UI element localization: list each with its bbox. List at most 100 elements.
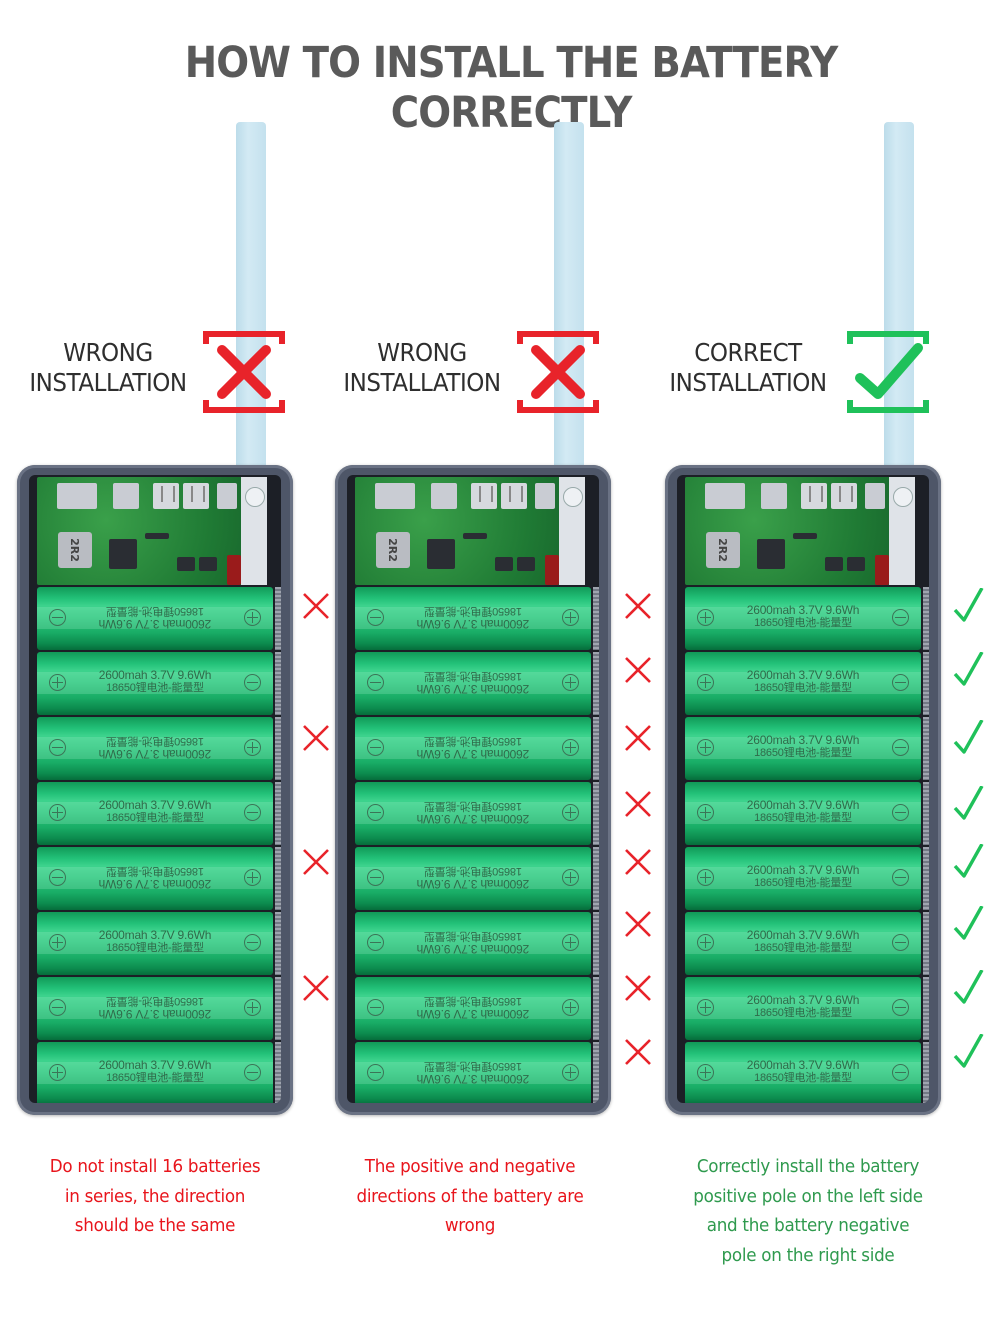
circuit-board: 2R2 bbox=[685, 477, 915, 585]
contact-spring bbox=[275, 717, 281, 780]
battery-type: 18650锂电池-能量型 bbox=[424, 735, 522, 747]
battery-type: 18650锂电池-能量型 bbox=[754, 877, 852, 889]
check-mark-icon bbox=[952, 785, 988, 822]
battery-type: 18650锂电池-能量型 bbox=[106, 1072, 204, 1084]
caption-line: wrong bbox=[444, 1215, 496, 1236]
controller-chip bbox=[757, 539, 785, 569]
positive-pole-icon bbox=[49, 1064, 66, 1081]
x-mark-icon bbox=[620, 970, 656, 1006]
usb-c-port bbox=[57, 483, 97, 509]
check-mark-icon bbox=[952, 969, 988, 1006]
usb-a-port bbox=[831, 483, 857, 509]
x-mark-icon bbox=[620, 1034, 656, 1070]
battery-spec: 2600mah 3.7V 9.6Wh bbox=[416, 812, 530, 826]
positive-pole-icon bbox=[562, 934, 579, 951]
negative-pole-icon bbox=[892, 1064, 909, 1081]
negative-pole-icon bbox=[892, 804, 909, 821]
button-panel bbox=[889, 477, 915, 585]
ic-chip bbox=[495, 557, 513, 571]
check-mark-icon bbox=[846, 330, 930, 414]
positive-pole-icon bbox=[562, 869, 579, 886]
contact-spring bbox=[275, 977, 281, 1040]
battery-spec: 2600mah 3.7V 9.6Wh bbox=[416, 617, 530, 631]
status-label: CORRECT INSTALLATION bbox=[656, 338, 840, 398]
component bbox=[463, 533, 487, 539]
panel-wrong-alternating: WRONG INSTALLATION 2R2 2600mah 3.7V 9.6W… bbox=[0, 0, 330, 1330]
battery-spec: 2600mah 3.7V 9.6Wh bbox=[98, 1058, 212, 1072]
usb-a-port bbox=[535, 483, 555, 509]
contact-spring bbox=[923, 912, 929, 975]
battery-spec: 2600mah 3.7V 9.6Wh bbox=[746, 603, 860, 617]
battery-type: 18650锂电池-能量型 bbox=[424, 605, 522, 617]
battery-type: 18650锂电池-能量型 bbox=[106, 735, 204, 747]
battery-spec: 2600mah 3.7V 9.6Wh bbox=[416, 747, 530, 761]
row-mark-column bbox=[298, 580, 348, 1100]
negative-pole-icon bbox=[49, 609, 66, 626]
battery-spec: 2600mah 3.7V 9.6Wh bbox=[746, 733, 860, 747]
usb-cable bbox=[884, 122, 914, 472]
positive-pole-icon bbox=[244, 999, 261, 1016]
positive-pole-icon bbox=[697, 999, 714, 1016]
ic-chip bbox=[847, 557, 865, 571]
negative-pole-icon bbox=[367, 1064, 384, 1081]
x-mark-icon bbox=[620, 588, 656, 624]
battery-spec: 2600mah 3.7V 9.6Wh bbox=[98, 798, 212, 812]
battery-type: 18650锂电池-能量型 bbox=[754, 1007, 852, 1019]
contact-spring bbox=[923, 847, 929, 910]
status-label-line1: CORRECT bbox=[694, 338, 802, 367]
row-mark-column bbox=[952, 580, 1000, 1100]
positive-pole-icon bbox=[697, 609, 714, 626]
usb-cable bbox=[236, 122, 266, 472]
battery-spec: 2600mah 3.7V 9.6Wh bbox=[416, 1007, 530, 1021]
x-mark-icon bbox=[620, 844, 656, 880]
status-label-line2: INSTALLATION bbox=[343, 368, 501, 397]
ic-chip bbox=[517, 557, 535, 571]
battery-spec: 2600mah 3.7V 9.6Wh bbox=[416, 877, 530, 891]
check-mark-icon bbox=[952, 1033, 988, 1070]
panel-wrong-reversed: WRONG INSTALLATION 2R2 2600mah 3.7V 9.6W… bbox=[320, 0, 651, 1330]
battery-type: 18650锂电池-能量型 bbox=[106, 995, 204, 1007]
positive-pole-icon bbox=[697, 869, 714, 886]
status-label: WRONG INSTALLATION bbox=[16, 338, 200, 398]
negative-pole-icon bbox=[892, 999, 909, 1016]
usb-c-port bbox=[705, 483, 745, 509]
caption-line: positive pole on the left side bbox=[693, 1185, 923, 1207]
battery-type: 18650锂电池-能量型 bbox=[754, 747, 852, 759]
check-mark-icon bbox=[952, 651, 988, 688]
component bbox=[145, 533, 169, 539]
caption-line: in series, the direction bbox=[64, 1185, 246, 1207]
micro-usb-port bbox=[431, 483, 457, 509]
status-label-line2: INSTALLATION bbox=[29, 368, 187, 397]
negative-pole-icon bbox=[244, 674, 261, 691]
caption-line: should be the same bbox=[74, 1215, 236, 1236]
contact-spring bbox=[923, 587, 929, 650]
page-title: HOW TO INSTALL THE BATTERY CORRECTLY bbox=[184, 38, 838, 138]
positive-pole-icon bbox=[697, 674, 714, 691]
usb-a-port bbox=[217, 483, 237, 509]
contact-spring bbox=[923, 717, 929, 780]
